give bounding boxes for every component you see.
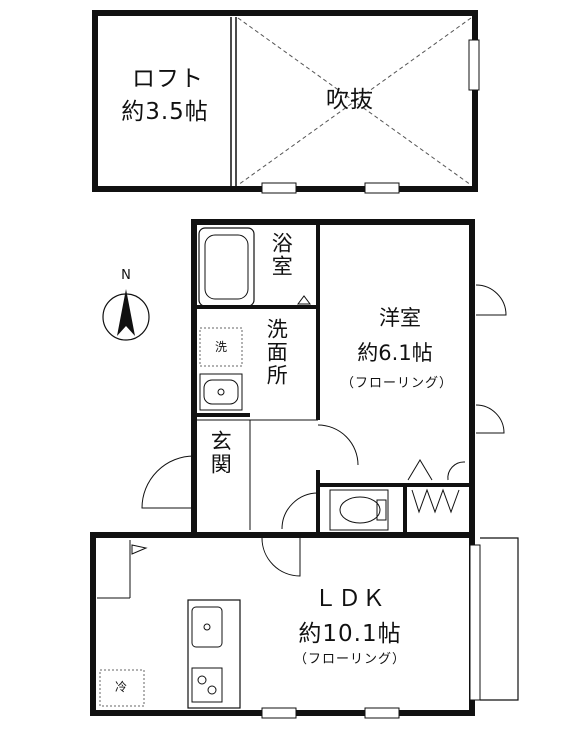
closet-doors [411, 488, 460, 514]
void-cross-line [237, 17, 472, 186]
ldk-name: ＬＤＫ [314, 586, 386, 612]
toilet [329, 489, 389, 531]
loft-floor [92, 10, 480, 194]
bedroom-size: 約6.1帖 [357, 341, 433, 365]
bedroom-floor: （フローリング） [340, 376, 453, 391]
loft-name: ロフト [132, 66, 204, 92]
loft-window [364, 182, 400, 194]
stove [191, 667, 223, 703]
void-name: 吹抜 [326, 87, 374, 113]
ldk-window-bottom [261, 707, 297, 719]
bath-name: 浴室 [269, 232, 294, 278]
loft-window-side [468, 39, 480, 91]
entrance-door [141, 455, 195, 509]
ldk-floor: （フローリング） [293, 652, 406, 667]
toilet-door [281, 492, 319, 530]
ldk-window [469, 544, 481, 701]
entrance-name: 玄関 [208, 430, 233, 476]
fridge-space [99, 669, 145, 707]
fridge-label: 冷 [114, 680, 127, 694]
loft-window [261, 182, 297, 194]
ldk-window-bottom [364, 707, 400, 719]
ldk-door [261, 537, 301, 577]
bedroom-window [475, 284, 507, 316]
ldk-size: 約10.1帖 [298, 621, 402, 647]
bedroom-name: 洋室 [379, 306, 421, 330]
compass-label: N [121, 268, 131, 283]
washer-space [199, 327, 243, 367]
washroom-name: 洗面所 [264, 318, 289, 387]
washroom-door [317, 424, 359, 466]
kitchen-counter [187, 599, 241, 709]
kitchen-sink [191, 606, 223, 648]
bedroom-window [475, 404, 505, 434]
washer-label: 洗 [214, 340, 227, 354]
loft-size: 約3.5帖 [121, 99, 209, 125]
balcony [480, 537, 519, 701]
north-compass-icon [102, 289, 150, 341]
bathtub [198, 227, 255, 307]
wash-basin [199, 373, 243, 411]
